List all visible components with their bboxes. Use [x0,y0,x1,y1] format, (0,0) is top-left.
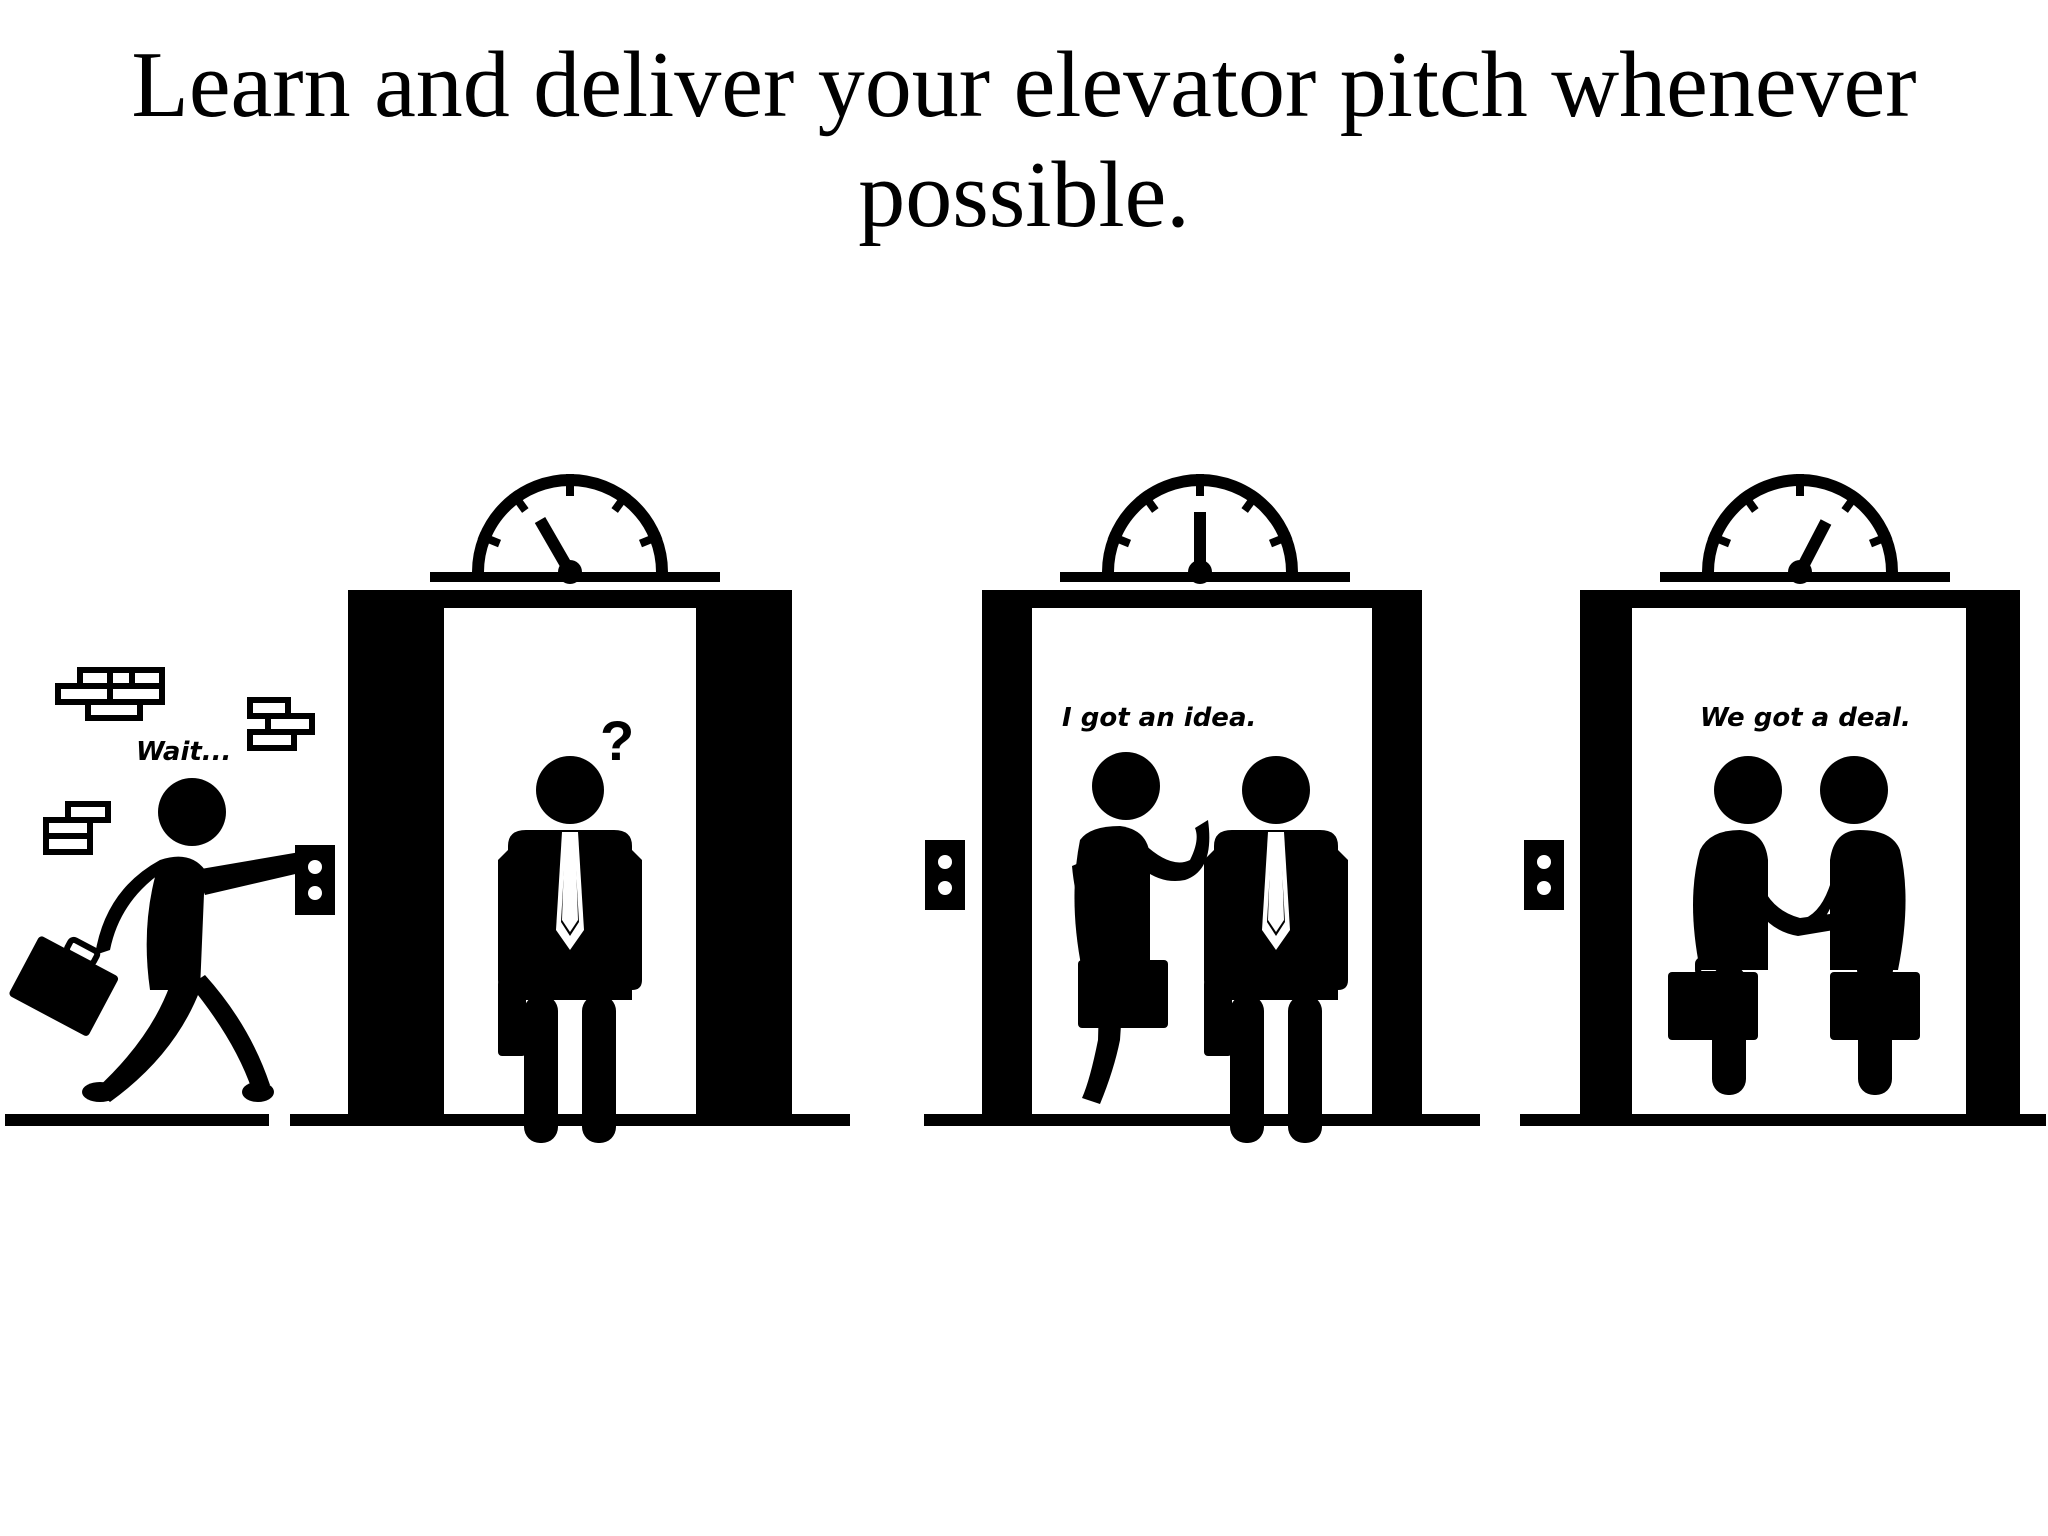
briefcase-icon [498,980,526,1056]
panel-3-elevator: I got an idea. [924,474,1480,1143]
briefcase-icon [1830,960,1920,1040]
floor-line [290,1114,850,1126]
elevator-call-button-icon[interactable] [1524,840,1564,910]
brick-wall-icon [43,670,315,855]
person-head [158,778,226,846]
confused-man [498,756,642,1143]
slide-title: Learn and deliver your elevator pitch wh… [131,33,1917,247]
floor-line [5,1114,269,1126]
question-mark: ? [600,709,634,772]
floor-indicator-icon [430,474,720,584]
briefcase-icon [1204,980,1232,1056]
panel-4-caption: We got a deal. [1700,703,1911,733]
floor-line [1520,1114,2046,1126]
elevator-call-button-icon[interactable] [295,845,335,915]
elevator-call-button-icon[interactable] [925,840,965,910]
floor-indicator-icon [1660,474,1950,584]
briefcase-icon [1668,960,1758,1040]
handshake-man-left [1668,756,1846,1095]
elevator-door-frame [348,590,792,1114]
floor-line [924,1114,1480,1126]
briefcase-icon [1078,948,1168,1028]
floor-indicator-icon [1060,474,1350,584]
elevator-door-frame [982,590,1422,1114]
panel-1-caption: Wait... [136,737,231,767]
handshake-man-right [1800,756,1920,1095]
panel-2-elevator: ? [290,474,850,1143]
person-body [146,856,205,990]
elevator-door-frame [1580,590,2020,1114]
panel-3-caption: I got an idea. [1062,703,1256,733]
panel-4-elevator: We got a deal. [1520,474,2046,1126]
listening-man [1204,756,1348,1143]
pitching-man [1072,752,1210,1104]
panel-1-running-man: Wait... [5,670,335,1126]
